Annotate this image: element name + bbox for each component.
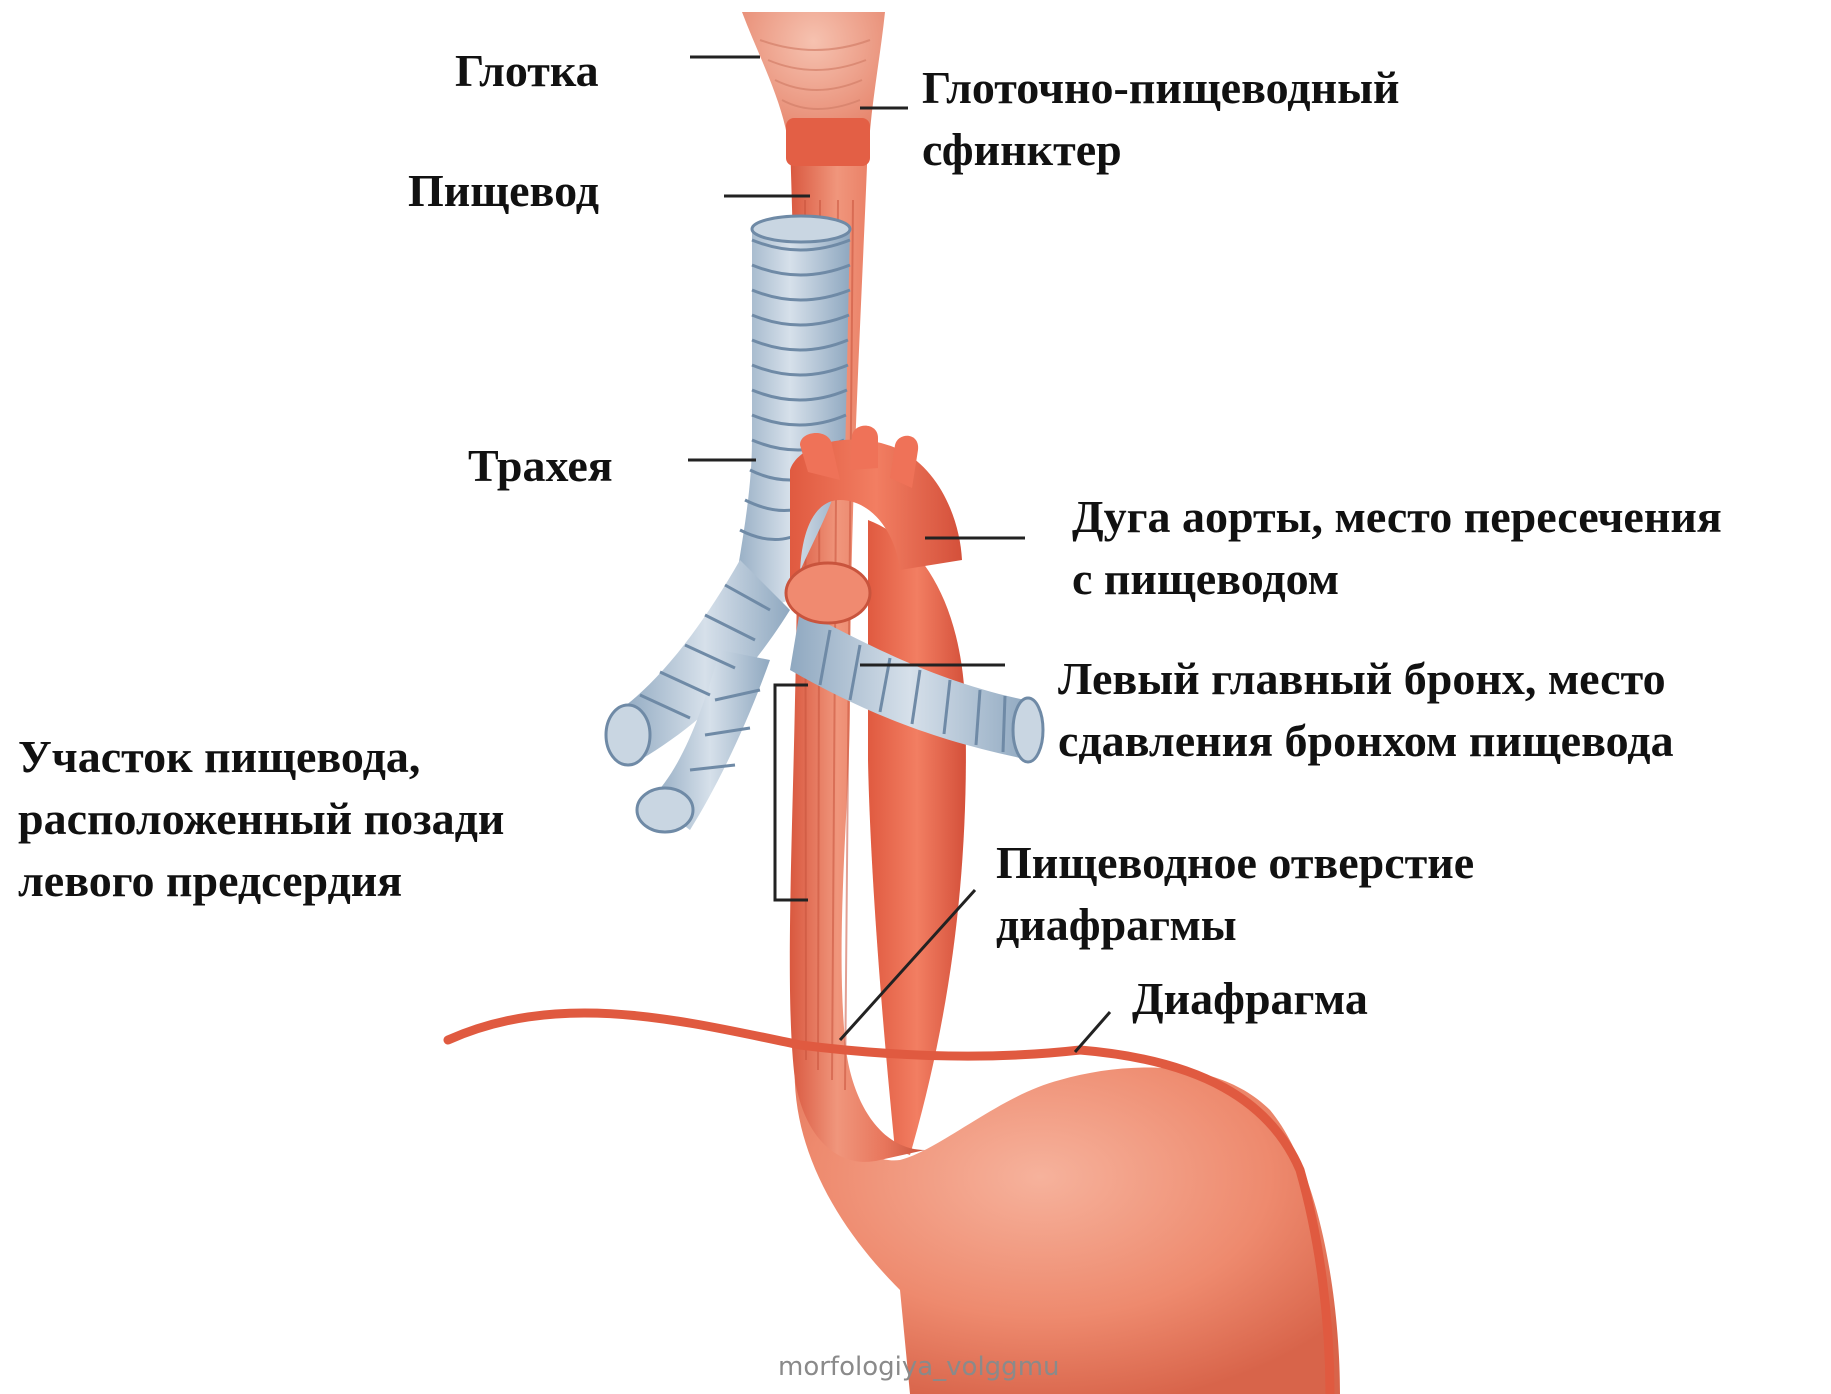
label-left-main-bronchus: Левый главный бронх, место сдавления бро… [1058,648,1674,772]
label-diaphragm: Диафрагма [1132,968,1368,1030]
ascending-aorta-cut [786,563,870,623]
pharyngoesophageal-sphincter [786,118,870,166]
left-bronchus-opening [1013,698,1043,762]
watermark: morfologiya_volggmu [778,1352,1060,1382]
right-bronchus-opening-lower [637,788,693,832]
label-retrocardiac-segment: Участок пищевода, расположенный позади л… [18,726,504,912]
label-esophagus: Пищевод [408,160,599,222]
right-bronchus-opening-upper [606,705,650,765]
trachea-lumen [752,216,850,242]
leader-diaphragm [1075,1012,1110,1052]
label-trachea: Трахея [468,435,613,497]
label-aortic-arch: Дуга аорты, место пересечения с пищеводо… [1072,486,1722,610]
label-esophageal-hiatus: Пищеводное отверстие диафрагмы [996,832,1474,956]
label-pharynx: Глотка [455,40,599,102]
left-common-carotid [850,426,878,470]
label-pharyngoesophageal-sphincter: Глоточно-пищеводный сфинктер [922,57,1400,181]
